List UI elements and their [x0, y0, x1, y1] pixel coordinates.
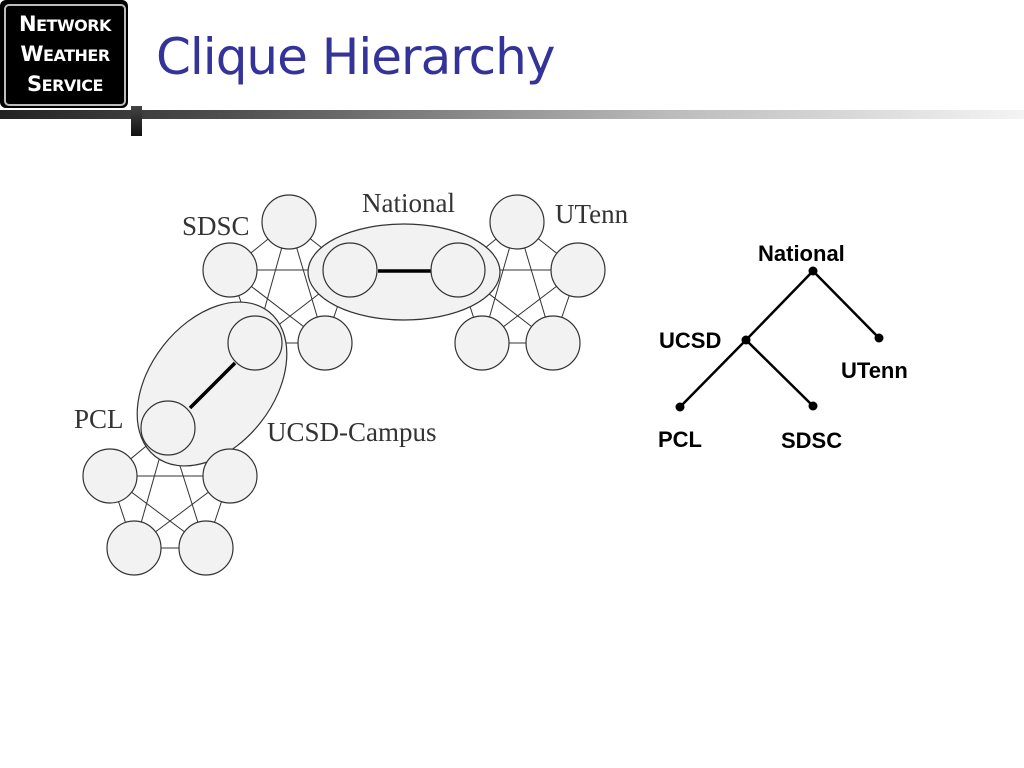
utenn-national-node [430, 242, 486, 298]
tree-node-national [808, 266, 818, 276]
ucsd-campus-link [188, 361, 237, 410]
tree-node-ucsd [741, 335, 751, 345]
sdsc-campus-node [227, 315, 283, 371]
tree-node-sdsc [808, 401, 818, 411]
utenn-node-5 [525, 315, 581, 371]
tree-label-sdsc: SDSC [781, 428, 842, 453]
logo-line-weather: WEATHER [20, 42, 110, 66]
pcl-node-2 [82, 448, 138, 504]
label-sdsc: SDSC [182, 211, 250, 241]
sdsc-node-5 [297, 315, 353, 371]
title-rule-notch [131, 0, 142, 136]
pcl-node-4 [106, 520, 162, 576]
page-title: Clique Hierarchy [156, 28, 555, 86]
tree-node-pcl [675, 402, 685, 412]
utenn-node-3 [550, 242, 606, 298]
label-pcl: PCL [74, 404, 124, 434]
tree-node-utenn [874, 333, 884, 343]
utenn-node-4 [454, 315, 510, 371]
logo-line-network: NETWORK [19, 12, 111, 36]
utenn-node-1 [489, 194, 545, 250]
tree-label-national: National [758, 241, 845, 266]
label-utenn: UTenn [555, 199, 629, 229]
sdsc-national-node [322, 242, 378, 298]
label-national: National [362, 188, 455, 218]
pcl-campus-node [140, 400, 196, 456]
tree-label-ucsd: UCSD [659, 328, 721, 353]
logo-line-service: SERVICE [27, 72, 103, 96]
sdsc-node-1 [261, 194, 317, 250]
pcl-node-5 [178, 520, 234, 576]
tree-label-utenn: UTenn [841, 358, 908, 383]
title-rule [0, 110, 1024, 119]
hierarchy-tree-edges [679, 270, 880, 408]
nws-logo: NETWORK WEATHER SERVICE [0, 0, 128, 108]
tree-label-pcl: PCL [658, 427, 702, 452]
sdsc-node-2 [202, 242, 258, 298]
pcl-node-3 [202, 448, 258, 504]
nws-logo-frame: NETWORK WEATHER SERVICE [4, 4, 126, 106]
label-ucsd-campus: UCSD-Campus [267, 417, 437, 447]
